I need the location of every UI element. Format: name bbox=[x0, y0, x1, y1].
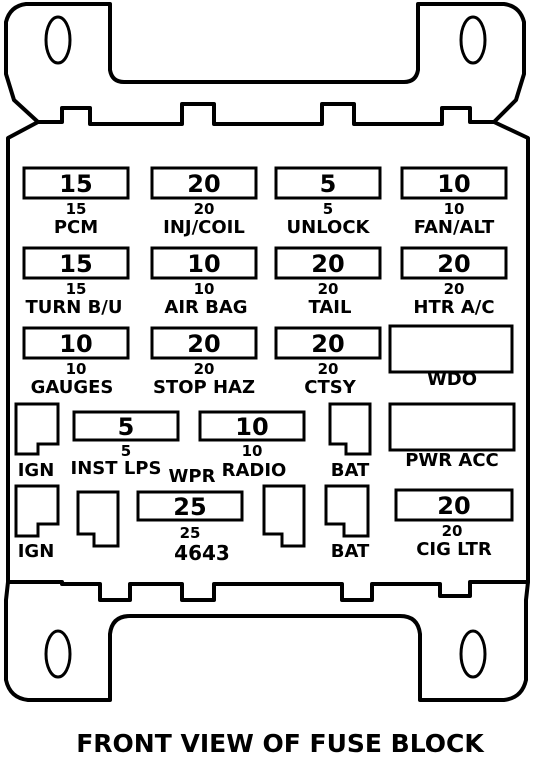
breaker-label: IGN bbox=[18, 541, 55, 562]
fuse-tail: 20 20 TAIL bbox=[274, 246, 382, 318]
unlabeled-terminal-right bbox=[262, 484, 306, 548]
fuse-rating: 20 bbox=[437, 250, 470, 278]
fuse-rating: 10 bbox=[437, 170, 470, 198]
fuse-rating: 20 bbox=[187, 170, 220, 198]
fuse-rating-secondary: 20 bbox=[442, 522, 463, 540]
fuse-label: FAN/ALT bbox=[414, 217, 495, 238]
fuse-rating-secondary: 10 bbox=[66, 360, 87, 378]
fuse-label: CTSY bbox=[304, 377, 356, 398]
fuse-rating: 20 bbox=[437, 492, 470, 520]
top-right-mounting-hole bbox=[459, 15, 487, 65]
fuse-rating-secondary: 25 bbox=[180, 524, 201, 542]
fuse-panel-outline bbox=[6, 102, 530, 602]
unlabeled-terminal-left bbox=[76, 490, 120, 548]
fuse-rating: 15 bbox=[59, 170, 92, 198]
fuse-rating: 10 bbox=[235, 413, 268, 441]
breaker-label: BAT bbox=[331, 541, 370, 562]
fuse-label: RADIO bbox=[222, 460, 287, 481]
relay-label: PWR ACC bbox=[405, 450, 499, 471]
fuse-rating-secondary: 20 bbox=[318, 280, 339, 298]
fuse-inj-coil: 20 20 INJ/COIL bbox=[150, 166, 258, 238]
fuse-rating-secondary: 20 bbox=[194, 360, 215, 378]
breaker-label: IGN bbox=[18, 460, 55, 481]
relay-wdo: WDO bbox=[388, 324, 514, 390]
fuse-stop-haz: 20 20 STOP HAZ bbox=[150, 326, 258, 398]
fuse-rating-secondary: 5 bbox=[121, 442, 131, 460]
part-number: 4643 bbox=[174, 541, 230, 565]
fuse-label: AIR BAG bbox=[164, 297, 247, 318]
fuse-rating-secondary: 20 bbox=[444, 280, 465, 298]
fuse-rating: 10 bbox=[59, 330, 92, 358]
fuse-rating: 5 bbox=[320, 170, 337, 198]
fuse-rating: 15 bbox=[59, 250, 92, 278]
fuse-rating: 20 bbox=[311, 330, 344, 358]
fuse-inst-lps: 5 5 INST LPS bbox=[71, 410, 180, 479]
fuse-rating-secondary: 10 bbox=[444, 200, 465, 218]
bottom-mounting-bracket bbox=[4, 581, 530, 702]
fuse-label: PCM bbox=[54, 217, 98, 238]
fuse-label: TURN B/U bbox=[26, 297, 123, 318]
fuse-rating: 25 bbox=[173, 493, 206, 521]
fuse-cig-ltr: 20 20 CIG LTR bbox=[394, 488, 514, 560]
top-mounting-bracket bbox=[4, 2, 526, 124]
fuse-rating-secondary: 15 bbox=[66, 280, 87, 298]
diagram-caption: FRONT VIEW OF FUSE BLOCK bbox=[76, 729, 485, 758]
fuse-rating: 20 bbox=[311, 250, 344, 278]
fuse-wpr: 25 25 WPR bbox=[136, 466, 244, 542]
bottom-right-mounting-hole bbox=[459, 629, 487, 679]
fuse-rating: 5 bbox=[118, 413, 135, 441]
fuse-label: CIG LTR bbox=[416, 539, 492, 560]
relay-label: WDO bbox=[427, 369, 477, 390]
fuse-label: UNLOCK bbox=[287, 217, 371, 238]
fuse-label: WPR bbox=[169, 466, 216, 487]
fuse-rating: 10 bbox=[187, 250, 220, 278]
fuse-fan-alt: 10 10 FAN/ALT bbox=[400, 166, 508, 238]
fuse-rating-secondary: 10 bbox=[194, 280, 215, 298]
fuse-rating-secondary: 20 bbox=[318, 360, 339, 378]
fuse-label: INST LPS bbox=[71, 458, 162, 479]
fuse-turn-bu: 15 15 TURN B/U bbox=[22, 246, 130, 318]
circuit-breaker-ign-upper: IGN bbox=[14, 402, 60, 481]
fuse-label: TAIL bbox=[309, 297, 352, 318]
relay-pwr-acc: PWR ACC bbox=[388, 402, 516, 471]
fuse-label: HTR A/C bbox=[413, 297, 494, 318]
circuit-breaker-bat-lower: BAT bbox=[324, 484, 370, 562]
fuse-air-bag: 10 10 AIR BAG bbox=[150, 246, 258, 318]
fuse-label: STOP HAZ bbox=[153, 377, 255, 398]
fuse-pcm: 15 15 PCM bbox=[22, 166, 130, 238]
fuse-rating-secondary: 5 bbox=[323, 200, 333, 218]
fuse-rating-secondary: 10 bbox=[242, 442, 263, 460]
bottom-left-mounting-hole bbox=[44, 629, 72, 679]
fuse-unlock: 5 5 UNLOCK bbox=[274, 166, 382, 238]
fuse-radio: 10 10 RADIO bbox=[198, 410, 306, 481]
breaker-label: BAT bbox=[331, 460, 370, 481]
fuse-htr-ac: 20 20 HTR A/C bbox=[400, 246, 508, 318]
circuit-breaker-ign-lower: IGN bbox=[14, 484, 60, 562]
fuse-ctsy: 20 20 CTSY bbox=[274, 326, 382, 398]
fuse-gauges: 10 10 GAUGES bbox=[22, 326, 130, 398]
fuse-label: GAUGES bbox=[31, 377, 114, 398]
fuse-label: INJ/COIL bbox=[163, 217, 245, 238]
circuit-breaker-bat-upper: BAT bbox=[328, 402, 372, 481]
fuse-rating-secondary: 20 bbox=[194, 200, 215, 218]
top-left-mounting-hole bbox=[44, 15, 72, 65]
fuse-rating-secondary: 15 bbox=[66, 200, 87, 218]
fuse-rating: 20 bbox=[187, 330, 220, 358]
